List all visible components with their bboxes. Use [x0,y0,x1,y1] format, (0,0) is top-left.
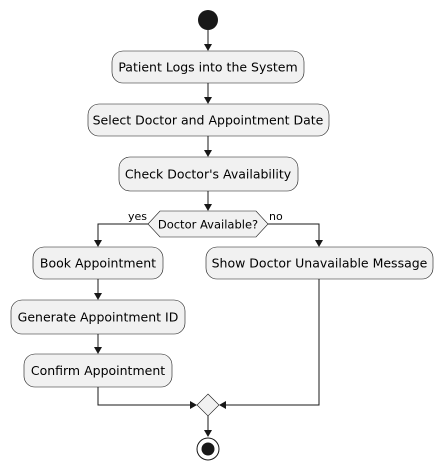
end-node [196,437,220,461]
activity-unavailable: Show Doctor Unavailable Message [205,246,434,280]
branch-yes-label: yes [128,210,147,223]
edge-decision-book [97,223,148,240]
edge-unavailable-merge [226,279,320,406]
arrowhead [94,240,102,247]
activity-check-label: Check Doctor's Availability [125,167,292,182]
activity-select: Select Doctor and Appointment Date [87,103,330,137]
arrowhead [315,240,323,247]
activity-login-label: Patient Logs into the System [118,60,297,75]
activity-login: Patient Logs into the System [111,50,305,84]
activity-confirm: Confirm Appointment [23,353,173,388]
merge-node [196,393,220,417]
arrowhead [190,401,197,409]
activity-select-label: Select Doctor and Appointment Date [93,113,324,128]
arrowhead [204,150,212,157]
arrowhead [204,97,212,104]
activity-confirm-label: Confirm Appointment [31,363,165,378]
edge-decision-unavailable [268,223,320,240]
arrowhead [204,44,212,51]
start-node [198,10,218,30]
arrowhead [219,401,226,409]
activity-check: Check Doctor's Availability [118,156,299,192]
branch-no-label: no [269,210,283,223]
arrowhead [94,347,102,354]
activity-generate-label: Generate Appointment ID [18,310,179,325]
decision-doctor-available: Doctor Available? [147,210,269,238]
activity-book: Book Appointment [32,246,164,280]
activity-book-label: Book Appointment [40,256,156,271]
arrowhead [204,204,212,211]
arrowhead [204,430,212,437]
edge-confirm-merge [97,387,190,406]
activity-generate: Generate Appointment ID [10,299,186,335]
activity-unavailable-label: Show Doctor Unavailable Message [212,256,428,271]
arrowhead [94,293,102,300]
decision-label: Doctor Available? [158,218,258,232]
